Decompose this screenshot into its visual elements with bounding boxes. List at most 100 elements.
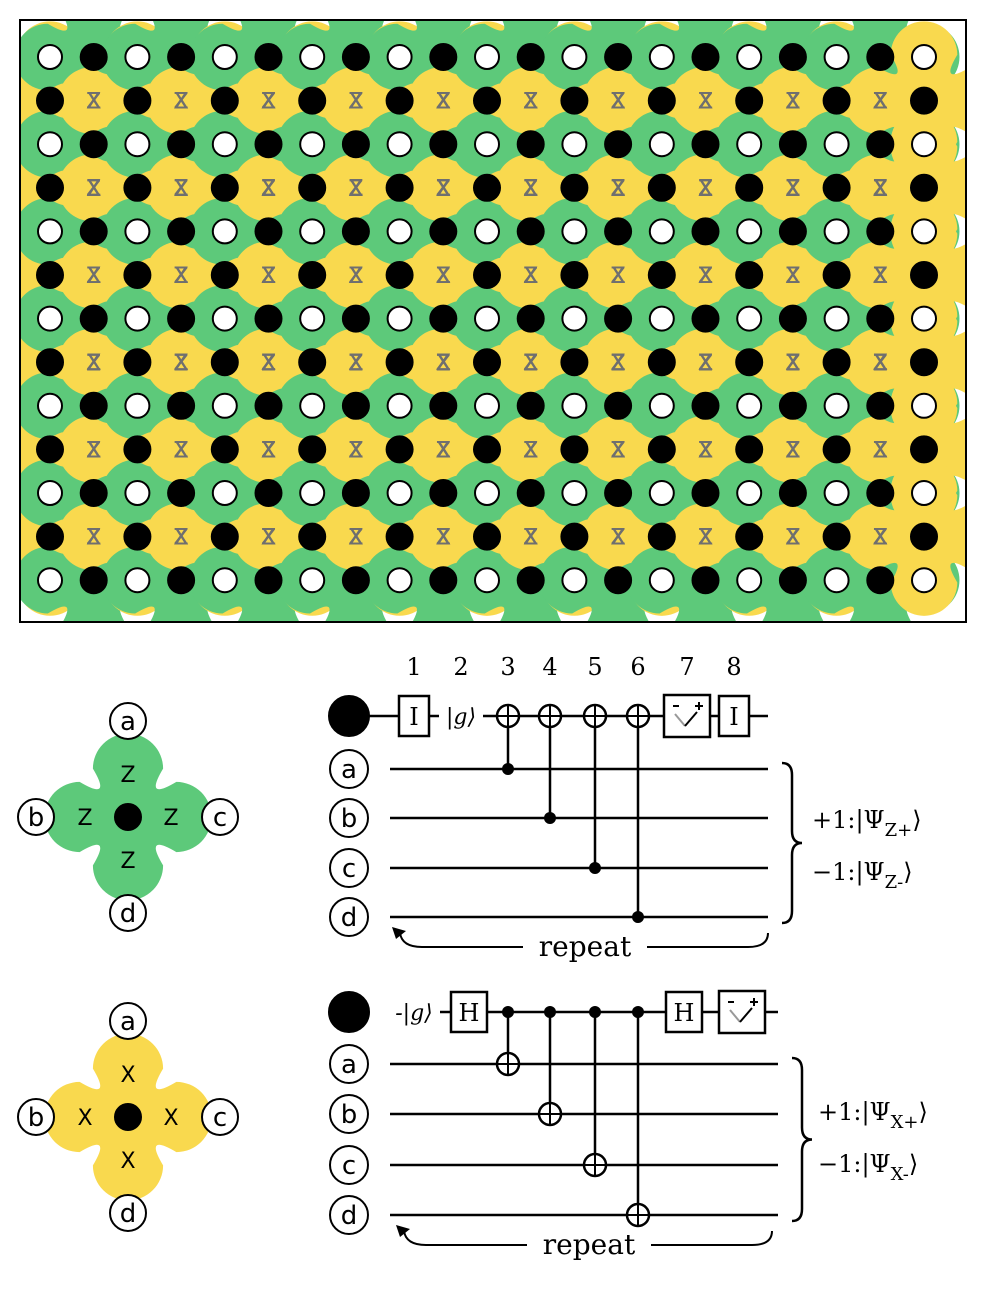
x-wire-qubit-b — [329, 1094, 369, 1134]
z-measure-qubit — [866, 479, 895, 507]
data-qubit — [386, 44, 413, 70]
z-lobe-label: Z — [873, 438, 888, 463]
x-lobe-label: X — [173, 177, 188, 202]
data-qubit — [474, 218, 500, 245]
cnot-control-3 — [502, 763, 514, 775]
data-qubit — [386, 131, 413, 158]
x-lobe-label: X — [786, 90, 801, 115]
cnot-control-4 — [544, 812, 556, 824]
x-lobe-label: X — [786, 264, 801, 289]
z-lobe-label: Z — [174, 438, 189, 463]
z-lobe-label: Z — [86, 438, 101, 463]
z-lobe-label: Z — [86, 526, 101, 551]
z-lobe-label: Z — [523, 351, 538, 376]
x-measure-qubit — [735, 173, 764, 202]
x-lobe-label: X — [86, 526, 101, 551]
z-measure-qubit — [516, 479, 545, 507]
x-measure-qubit — [473, 261, 501, 289]
z-measure-qubit — [254, 566, 283, 595]
z-lobe-label: Z — [174, 90, 189, 115]
z-lobe-label: Z — [523, 351, 538, 376]
x-measure-qubit — [385, 86, 414, 115]
data-qubit — [736, 392, 763, 419]
data-qubit — [823, 44, 850, 70]
data-qubit — [299, 218, 326, 245]
x-lobe-label: X — [173, 264, 188, 289]
x-lobe-label: X — [698, 351, 713, 376]
x-lobe-label: X — [610, 177, 625, 202]
x-measure-qubit — [123, 86, 152, 115]
z-data-qubit-c — [201, 798, 239, 836]
z-lobe-label: Z — [261, 526, 276, 551]
x-lobe-label: X — [348, 177, 363, 202]
step-number-2: 2 — [453, 653, 468, 681]
z-lobe-label: Z — [523, 439, 538, 464]
z-wire-label-c: c — [342, 854, 356, 884]
x-lobe-label: X — [349, 438, 364, 463]
z-measure-qubit — [691, 566, 720, 595]
z-lobe-label: Z — [436, 177, 451, 202]
cnot-control-3 — [589, 1006, 601, 1018]
z-measure-qubit — [167, 43, 196, 71]
z-measure-qubit — [516, 391, 545, 420]
x-lobe-label: X — [611, 438, 626, 463]
x-lobe-label: X — [436, 351, 451, 376]
repeat-arrow-arrowhead — [396, 1225, 410, 1237]
x-data-qubit-d — [109, 1194, 147, 1232]
x-measure-qubit — [36, 435, 64, 464]
z-lobe-label: Z — [785, 90, 800, 115]
x-op-label: X — [120, 1063, 135, 1088]
x-data-qubit-b — [17, 1098, 55, 1136]
x-measure-qubit — [910, 435, 938, 464]
z-lobe-label: Z — [611, 177, 626, 202]
z-op-label: Z — [120, 849, 135, 874]
x-lobe-label: X — [261, 526, 276, 551]
identity-gate-1 — [397, 694, 431, 738]
x-measure-qubit — [298, 435, 327, 464]
z-measure-qubit — [79, 479, 108, 507]
data-qubit — [386, 392, 413, 419]
z-lobe-label: Z — [523, 90, 538, 115]
data-qubit — [911, 392, 937, 419]
z-measure-qubit — [79, 217, 108, 246]
z-lobe-label: Z — [611, 526, 626, 551]
data-qubit — [911, 218, 937, 245]
z-lobe-label: Z — [348, 177, 363, 202]
z-lobe-label: Z — [261, 264, 276, 289]
data-qubit — [37, 218, 63, 245]
z-lobe-label: Z — [698, 526, 713, 551]
z-lobe-label: Z — [348, 526, 363, 551]
data-qubit — [736, 44, 763, 70]
z-wire-qubit-b — [329, 798, 369, 838]
x-lobe-label: X — [173, 351, 188, 376]
data-qubit — [648, 305, 675, 332]
data-qubit — [474, 305, 500, 332]
x-lobe-label: X — [873, 351, 888, 376]
x-measure-qubit — [298, 86, 327, 115]
z-lobe-label: Z — [523, 264, 538, 289]
z-measure-qubit — [341, 479, 370, 507]
x-lobe-label: X — [349, 90, 364, 115]
x-lobe-label: X — [86, 177, 101, 202]
z-measure-qubit — [866, 566, 895, 595]
z-lobe-label: Z — [611, 177, 626, 202]
z-measure-qubit — [167, 566, 196, 595]
z-wire-label-d: d — [341, 903, 358, 933]
z-measure-qubit — [516, 43, 545, 71]
x-lobe-label: X — [349, 177, 364, 202]
x-measure-qubit — [210, 435, 239, 464]
x-lobe-label: X — [873, 351, 888, 376]
z-lobe-label: Z — [86, 264, 101, 289]
z-lobe-label: Z — [611, 526, 626, 551]
data-qubit — [124, 305, 151, 332]
x-measure-qubit — [210, 173, 239, 202]
x-measure-qubit — [560, 173, 589, 202]
z-measure-qubit — [866, 391, 895, 420]
step-number-5: 5 — [587, 653, 602, 681]
z-measure-qubit — [516, 566, 545, 595]
x-lobe-label: X — [873, 177, 888, 202]
x-lobe-label: X — [261, 90, 276, 115]
z-lobe-label: Z — [86, 177, 101, 202]
